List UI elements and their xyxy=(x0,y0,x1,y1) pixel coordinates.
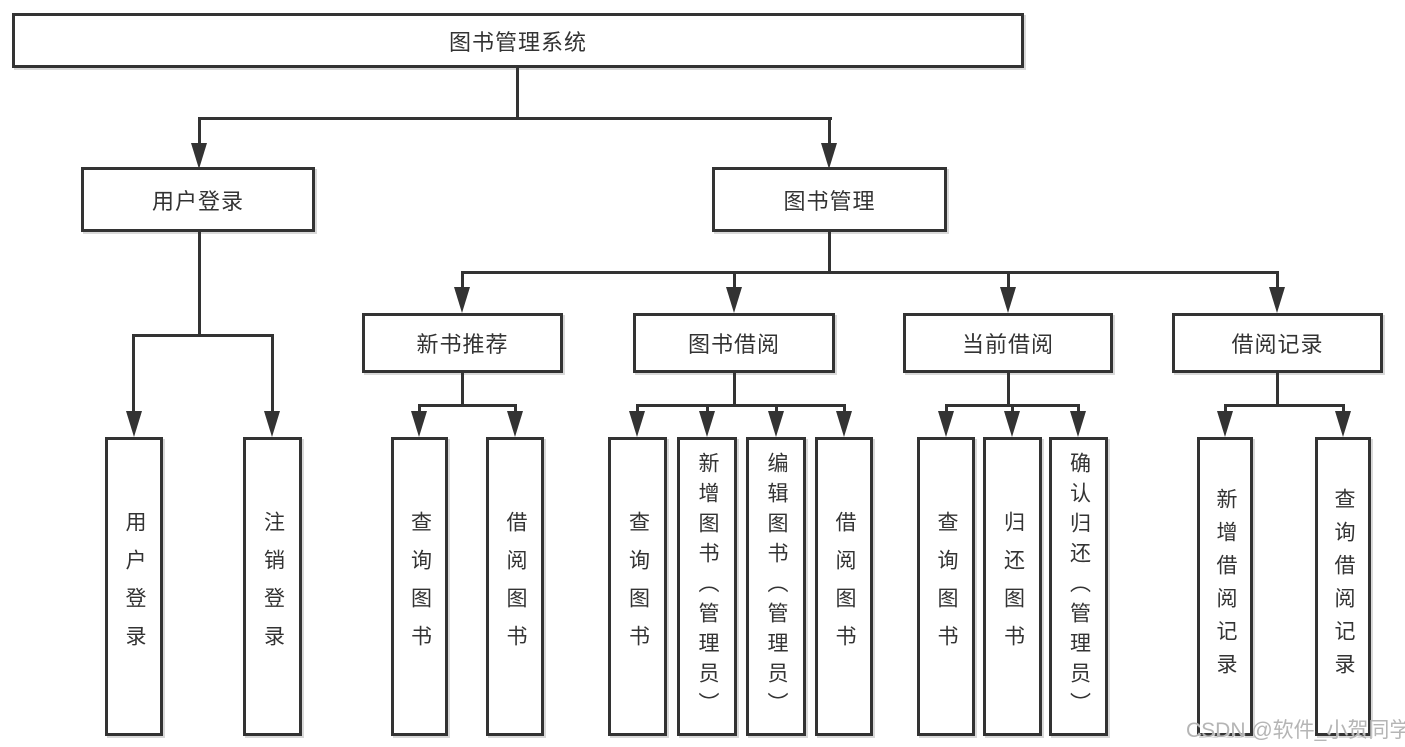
node-label: 借阅图书 xyxy=(504,510,527,663)
connector-drop-leaf xyxy=(945,404,948,412)
node-label: 新增借阅记录 xyxy=(1214,487,1237,686)
connector-record-hbar xyxy=(1224,404,1345,407)
arrow-down-icon xyxy=(726,287,742,313)
connector-newbook-hbar xyxy=(418,404,517,407)
connector-borrow-stem xyxy=(733,373,736,406)
node-label: 查询图书 xyxy=(626,510,650,663)
node-label: 注销登录 xyxy=(261,510,285,663)
arrow-down-icon xyxy=(629,411,645,437)
leaf-confirm-return-admin: 确认归还（管理员） xyxy=(1049,437,1108,736)
arrow-down-icon xyxy=(1217,411,1233,437)
arrow-down-icon xyxy=(191,143,207,169)
connector-current-stem xyxy=(1007,373,1010,406)
connector-drop-borrow-record xyxy=(1276,271,1279,289)
leaf-logout: 注销登录 xyxy=(243,437,302,736)
arrow-down-icon xyxy=(264,411,280,437)
node-label: 图书借阅 xyxy=(687,332,780,357)
node-label: 借阅图书 xyxy=(833,510,856,663)
connector-drop-leaf xyxy=(706,404,709,412)
arrow-down-icon xyxy=(1000,287,1016,313)
leaf-query-book-current: 查询图书 xyxy=(917,437,975,736)
connector-drop-leaf xyxy=(1342,404,1345,412)
node-label: 图书管理 xyxy=(783,188,876,214)
connector-drop-leaf xyxy=(514,404,517,412)
node-label: 新增图书（管理员） xyxy=(696,451,719,722)
connector-drop-leaf xyxy=(418,404,421,412)
arrow-down-icon xyxy=(938,411,954,437)
watermark: CSDN @软件_小贺同学 xyxy=(1186,719,1405,742)
connector-drop-leaf xyxy=(1011,404,1014,412)
node-label: 查询图书 xyxy=(408,510,432,663)
arrow-down-icon xyxy=(126,411,142,437)
leaf-return-book: 归还图书 xyxy=(983,437,1042,736)
arrow-down-icon xyxy=(768,411,784,437)
node-label: 编辑图书（管理员） xyxy=(765,451,788,722)
node-label: 查询借阅记录 xyxy=(1332,487,1355,686)
leaf-user-login: 用户登录 xyxy=(105,437,163,736)
arrow-down-icon xyxy=(454,287,470,313)
connector-drop-new-book xyxy=(461,271,464,289)
node-book-borrow: 图书借阅 xyxy=(633,313,835,373)
leaf-add-borrow-record: 新增借阅记录 xyxy=(1197,437,1253,736)
node-label: 用户登录 xyxy=(123,510,146,663)
arrow-down-icon xyxy=(836,411,852,437)
connector-drop-leaf xyxy=(1077,404,1080,412)
leaf-query-borrow-record: 查询借阅记录 xyxy=(1315,437,1371,736)
node-label: 借阅记录 xyxy=(1231,332,1324,357)
leaf-borrow-book-recommend: 借阅图书 xyxy=(486,437,544,736)
leaf-edit-book-admin: 编辑图书（管理员） xyxy=(746,437,806,736)
connector-drop-leaf xyxy=(843,404,846,412)
connector-drop-user-login xyxy=(198,117,201,145)
connector-drop-book-borrow xyxy=(733,271,736,289)
node-label: 图书管理系统 xyxy=(448,29,587,55)
connector-user-hbar xyxy=(132,334,274,337)
node-label: 归还图书 xyxy=(1001,510,1025,663)
node-label: 用户登录 xyxy=(151,188,244,214)
node-user-login: 用户登录 xyxy=(81,167,315,232)
connector-newbook-stem xyxy=(461,373,464,406)
node-new-book-recommend: 新书推荐 xyxy=(362,313,563,373)
connector-record-stem xyxy=(1276,373,1279,406)
node-label: 新书推荐 xyxy=(416,332,509,357)
leaf-borrow-book: 借阅图书 xyxy=(815,437,873,736)
connector-mgmt-hbar xyxy=(461,271,1279,274)
node-library-management-system: 图书管理系统 xyxy=(12,13,1024,68)
connector-root-hbar xyxy=(198,117,832,120)
node-book-management: 图书管理 xyxy=(712,167,947,232)
connector-root-stem xyxy=(516,68,519,118)
connector-mgmt-stem xyxy=(828,232,831,273)
leaf-query-book-borrow: 查询图书 xyxy=(608,437,667,736)
connector-borrow-hbar xyxy=(636,404,846,407)
arrow-down-icon xyxy=(1335,411,1351,437)
connector-drop-current-borrow xyxy=(1007,271,1010,289)
arrow-down-icon xyxy=(1070,411,1086,437)
connector-drop-leaf xyxy=(271,334,274,412)
connector-drop-leaf xyxy=(775,404,778,412)
connector-user-stem xyxy=(198,232,201,336)
arrow-down-icon xyxy=(411,411,427,437)
leaf-query-book-recommend: 查询图书 xyxy=(391,437,448,736)
arrow-down-icon xyxy=(821,143,837,169)
leaf-add-book-admin: 新增图书（管理员） xyxy=(677,437,737,736)
connector-drop-leaf xyxy=(132,334,135,412)
arrow-down-icon xyxy=(699,411,715,437)
node-label: 当前借阅 xyxy=(961,332,1054,357)
node-borrow-record: 借阅记录 xyxy=(1172,313,1383,373)
connector-drop-leaf xyxy=(636,404,639,412)
connector-drop-leaf xyxy=(1224,404,1227,412)
node-label: 查询图书 xyxy=(935,510,958,663)
node-current-borrow: 当前借阅 xyxy=(903,313,1113,373)
arrow-down-icon xyxy=(1269,287,1285,313)
arrow-down-icon xyxy=(507,411,523,437)
node-label: 确认归还（管理员） xyxy=(1067,451,1091,722)
arrow-down-icon xyxy=(1004,411,1020,437)
connector-drop-book-mgmt xyxy=(828,117,831,145)
